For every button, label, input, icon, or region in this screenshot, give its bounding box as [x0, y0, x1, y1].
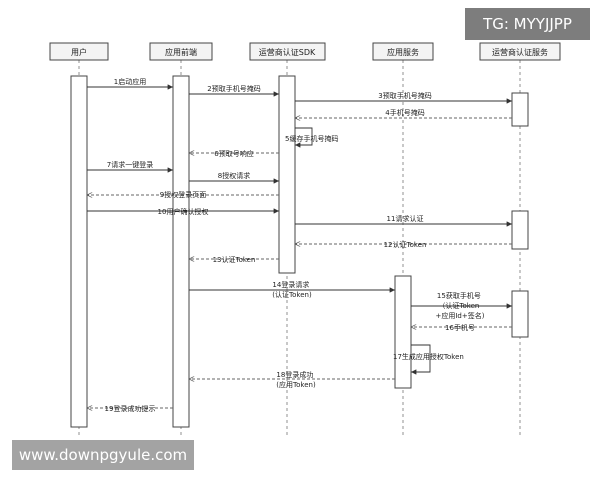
activation-user [70, 75, 88, 428]
message-19-label: 19登录成功提示 [105, 404, 156, 413]
participant-sdk: 运营商认证SDK [249, 42, 326, 61]
watermark-top-right: TG: MYYJJPP [465, 8, 590, 40]
activation-app-front [172, 75, 190, 428]
message-4: 4手机号掩码 [295, 108, 512, 118]
participant-user: 用户 [49, 42, 109, 61]
message-5: 5缓存手机号掩码 [285, 127, 338, 148]
message-15-label-line1: 15获取手机号 [437, 291, 481, 300]
participant-app-service-label: 应用服务 [387, 47, 419, 57]
message-13-label: 13认证Token [213, 255, 256, 264]
message-3-label: 3预取手机号掩码 [378, 91, 431, 100]
message-15-label-line3: +应用Id+签名) [436, 311, 485, 320]
message-6-label: 6预取号响应 [214, 149, 253, 158]
message-10: 10用户确认授权 [87, 207, 279, 216]
message-18-label: 18登录成功 (应用Token) [276, 370, 316, 389]
participant-carrier-service: 运营商认证服务 [479, 42, 561, 61]
message-15-label: 15获取手机号 （认证Token +应用Id+签名) [436, 291, 485, 320]
message-12-label: 12认证Token [384, 240, 427, 249]
participant-app-service: 应用服务 [372, 42, 434, 61]
message-8-label: 8授权请求 [218, 171, 250, 180]
participant-sdk-label: 运营商认证SDK [259, 47, 316, 57]
activation-carrier-1 [511, 92, 529, 127]
message-13: 13认证Token [189, 255, 279, 264]
participant-user-label: 用户 [71, 47, 87, 57]
message-3: 3预取手机号掩码 [295, 91, 512, 104]
message-4-label: 4手机号掩码 [385, 108, 424, 117]
activation-carrier-3 [511, 290, 529, 338]
message-9: 9授权登录页面 [87, 190, 279, 199]
message-16: 16手机号 [411, 323, 512, 332]
message-2: 2预取手机号掩码 [189, 84, 279, 97]
message-8: 8授权请求 [189, 171, 279, 184]
message-6: 6预取号响应 [189, 149, 279, 158]
message-17-label: 17生成应用授权Token [393, 352, 464, 361]
message-14-label-line2: (认证Token) [272, 290, 312, 299]
message-12: 12认证Token [295, 240, 512, 249]
message-5-label: 5缓存手机号掩码 [285, 134, 338, 143]
message-7-label: 7请求一键登录 [107, 160, 153, 169]
participant-app-front-label: 应用前端 [165, 47, 197, 57]
message-9-label: 9授权登录页面 [160, 190, 206, 199]
message-11-label: 11请求认证 [387, 214, 424, 223]
message-18-label-line1: 18登录成功 [276, 370, 313, 379]
message-2-label: 2预取手机号掩码 [207, 84, 260, 93]
message-11: 11请求认证 [295, 214, 512, 227]
message-15-label-line2: （认证Token [438, 301, 479, 310]
message-15: 15获取手机号 （认证Token +应用Id+签名) [411, 291, 512, 320]
activation-sdk [278, 75, 296, 274]
participant-app-front: 应用前端 [149, 42, 213, 61]
watermark-bottom-left: www.downpgyule.com [12, 440, 194, 470]
message-1: 1启动应用 [87, 77, 173, 90]
message-14-label: 14登录请求 (认证Token) [272, 280, 312, 299]
activation-app-service [394, 275, 412, 389]
message-18: 18登录成功 (应用Token) [189, 370, 395, 389]
message-19: 19登录成功提示 [87, 404, 173, 413]
message-17: 17生成应用授权Token [393, 344, 464, 375]
message-14-label-line1: 14登录请求 [272, 280, 309, 289]
message-10-label: 10用户确认授权 [158, 207, 209, 216]
message-16-label: 16手机号 [445, 323, 475, 332]
message-7: 7请求一键登录 [87, 160, 173, 173]
message-1-label: 1启动应用 [114, 77, 146, 86]
participant-carrier-service-label: 运营商认证服务 [492, 47, 548, 57]
message-14: 14登录请求 (认证Token) [189, 280, 395, 299]
activation-carrier-2 [511, 210, 529, 250]
message-18-label-line2: (应用Token) [276, 380, 316, 389]
